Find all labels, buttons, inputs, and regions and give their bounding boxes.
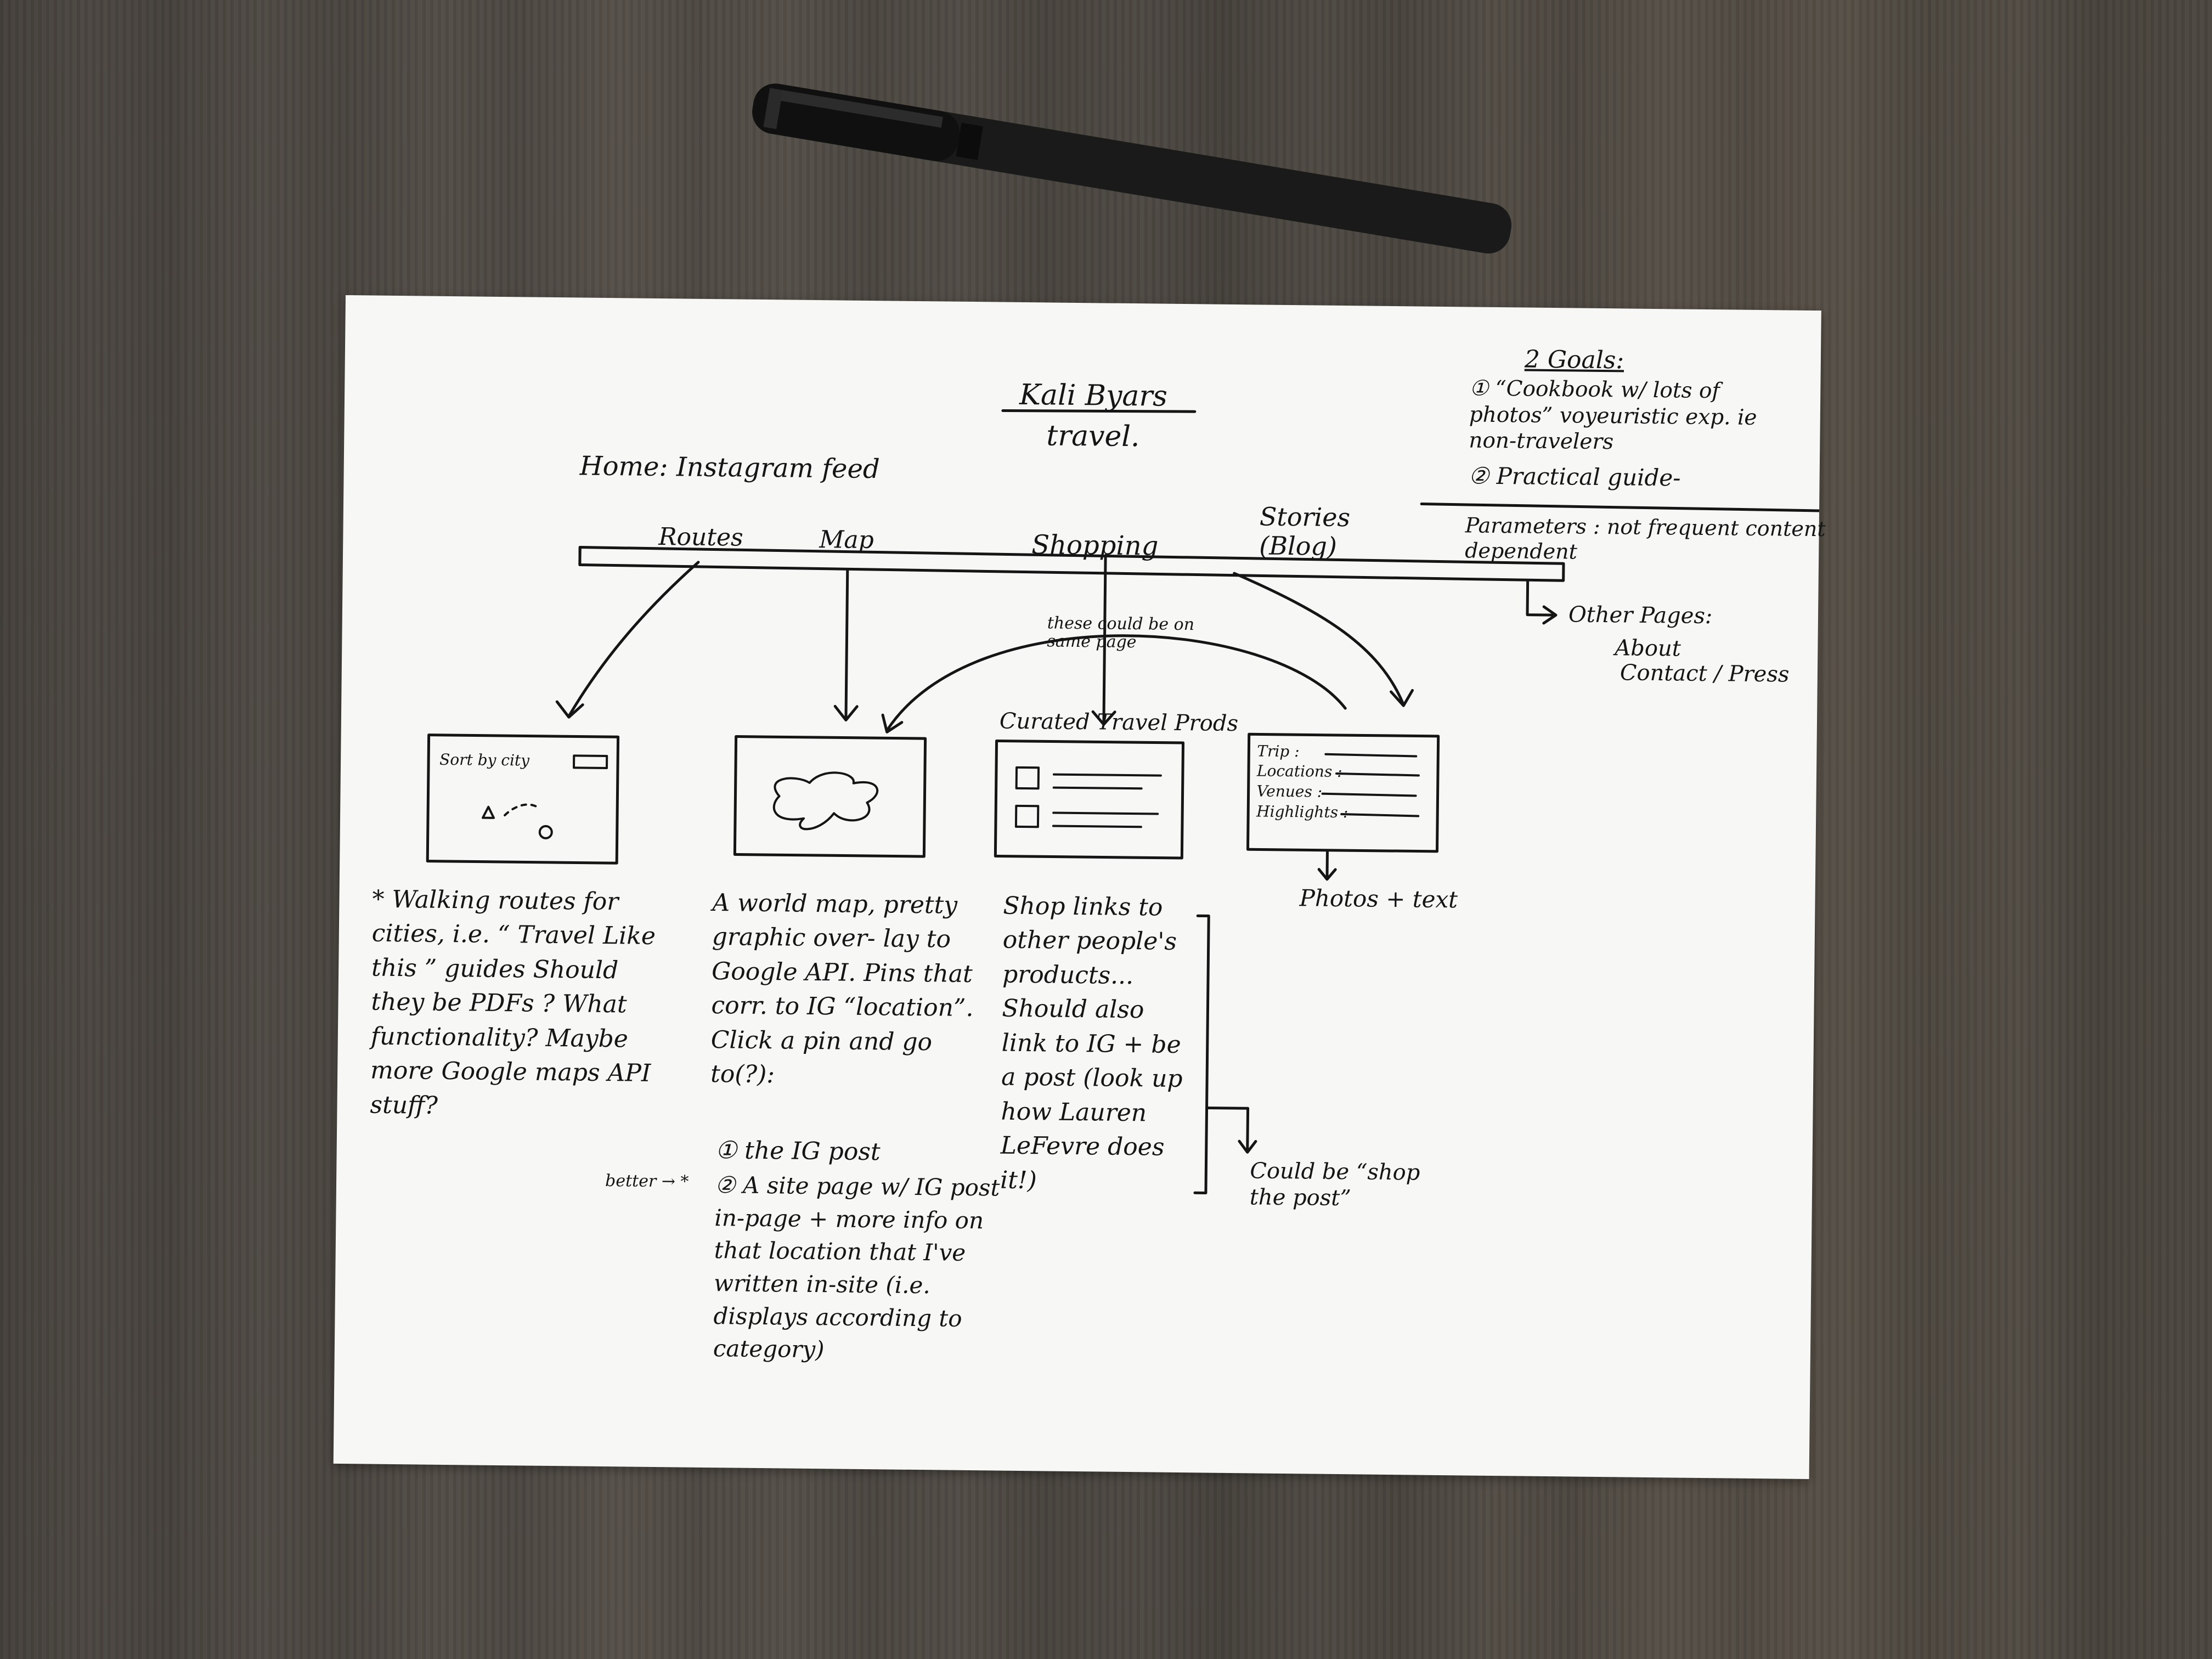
sketch-drawing bbox=[426, 409, 1821, 1195]
stories-field-locations: Locations : bbox=[1256, 761, 1342, 781]
shopping-bracket bbox=[1193, 914, 1210, 1195]
goal-item-1: ① “Cookbook w/ lots of photos” voyeurist… bbox=[1469, 376, 1757, 455]
nav-item-routes: Routes bbox=[658, 522, 743, 552]
sketch-paper: Kali Byars travel. Home: Instagram feed … bbox=[333, 295, 1826, 1480]
map-option-1: ① the IG post bbox=[715, 1136, 881, 1166]
map-option-2: ② A site page w/ IG post in-page + more … bbox=[713, 1171, 1000, 1363]
home-label: Home: Instagram feed bbox=[579, 450, 880, 485]
routes-sort-label: Sort by city bbox=[439, 750, 530, 770]
other-pages-label: Other Pages: bbox=[1568, 602, 1713, 629]
goals-heading: 2 Goals: bbox=[1524, 345, 1624, 375]
map-better-marker: better → * bbox=[605, 1171, 689, 1192]
stories-output-label: Photos + text bbox=[1299, 884, 1458, 913]
sketch-title: Kali Byars bbox=[1019, 378, 1168, 413]
other-pages-arrow bbox=[1526, 579, 1556, 617]
stories-wireframe bbox=[1246, 732, 1440, 853]
arrow-to-map bbox=[844, 568, 849, 720]
goal-item-2: ② Practical guide- bbox=[1468, 462, 1681, 492]
map-note: A world map, pretty graphic over- lay to… bbox=[710, 889, 974, 1089]
parameters-note: Parameters : not frequent content depend… bbox=[1465, 513, 1826, 564]
nav-item-map: Map bbox=[819, 526, 874, 555]
shopping-note: Shop links to other people's products...… bbox=[1000, 891, 1183, 1195]
arrow-to-shopping bbox=[1102, 554, 1107, 725]
other-page-contact: Contact / Press bbox=[1620, 660, 1790, 687]
nav-item-stories: Stories (Blog) bbox=[1259, 501, 1351, 561]
shopping-aside-note: Could be “shop the post” bbox=[1249, 1158, 1420, 1211]
stories-field-venues: Venues : bbox=[1256, 782, 1323, 801]
other-page-about: About bbox=[1615, 635, 1681, 662]
same-page-note: these could be on same page bbox=[1047, 613, 1195, 652]
arrow-to-routes bbox=[567, 561, 700, 718]
nav-item-shopping: Shopping bbox=[1031, 529, 1159, 562]
title-underline bbox=[1001, 409, 1197, 413]
same-page-arc bbox=[885, 634, 1347, 732]
stories-field-trip: Trip : bbox=[1257, 742, 1300, 761]
map-wireframe bbox=[733, 735, 927, 858]
map-blob bbox=[772, 771, 878, 831]
shopping-wireframe bbox=[994, 739, 1185, 860]
routes-wireframe bbox=[426, 733, 620, 865]
routes-note: * Walking routes for cities, i.e. “ Trav… bbox=[370, 885, 656, 1120]
goals-divider bbox=[1420, 503, 1821, 512]
shopping-heading: Curated Travel Prods bbox=[999, 708, 1239, 737]
stories-field-highlights: Highlights : bbox=[1256, 802, 1348, 822]
arrow-to-stories bbox=[1233, 572, 1404, 705]
sketch-subtitle: travel. bbox=[1046, 419, 1140, 454]
